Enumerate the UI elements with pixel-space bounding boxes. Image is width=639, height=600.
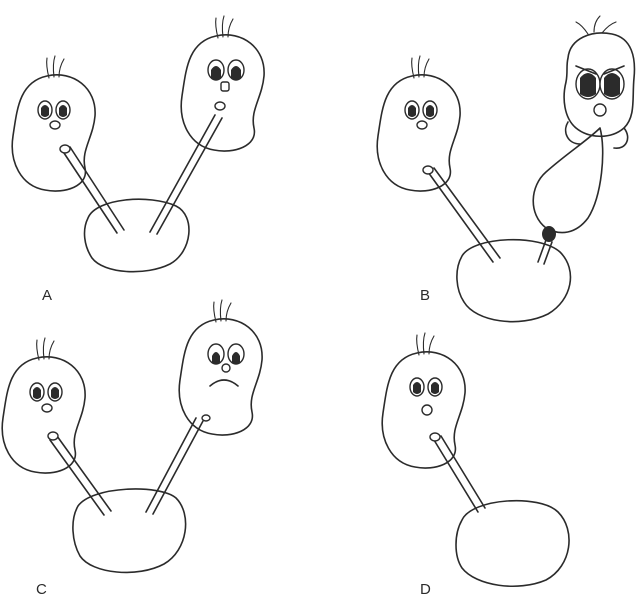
panel-label-c: C <box>36 581 47 598</box>
eyes-icon <box>30 383 62 401</box>
tube-left <box>434 436 485 512</box>
nose-icon <box>422 405 432 415</box>
panel-label-b: B <box>420 287 430 304</box>
eyes-icon <box>38 101 70 119</box>
bean-left-happy <box>377 56 460 191</box>
nose-icon <box>42 404 52 412</box>
eyes-icon <box>410 378 442 396</box>
eyes-icon <box>208 344 244 364</box>
frown-icon <box>210 380 238 386</box>
eyes-icon <box>208 60 244 80</box>
panel-d: D <box>382 333 569 598</box>
tube-right <box>146 418 203 514</box>
nose-icon <box>50 121 60 129</box>
eyes-icon <box>576 66 624 99</box>
tube-left <box>62 147 124 233</box>
mouth-tube-icon <box>430 433 440 441</box>
reservoir <box>73 489 186 572</box>
mouth-icon <box>594 104 606 116</box>
panel-label-a: A <box>42 287 52 304</box>
nose-icon <box>417 121 427 129</box>
reservoir <box>85 199 189 271</box>
bean-right-happy <box>181 16 264 151</box>
mouth-tube-icon <box>215 102 225 110</box>
bean-alone-happy <box>382 333 465 468</box>
mouth-tube-icon <box>48 432 58 440</box>
mouth-tube-icon <box>423 166 433 174</box>
reservoir <box>456 501 569 587</box>
panel-label-d: D <box>420 581 431 598</box>
panel-c: C <box>2 300 262 598</box>
bean-left-happy <box>12 56 95 191</box>
nose-icon <box>221 82 229 91</box>
nose-icon <box>222 364 230 372</box>
panel-b: B <box>377 16 634 322</box>
eyes-icon <box>405 101 437 119</box>
reservoir <box>457 240 571 322</box>
bean-left-happy <box>2 338 85 473</box>
bean-right-sad <box>179 300 262 435</box>
mouth-tube-icon <box>202 415 210 421</box>
mouth-tube-icon <box>60 145 70 153</box>
tube-left <box>428 168 500 262</box>
panel-a: A <box>12 16 264 304</box>
